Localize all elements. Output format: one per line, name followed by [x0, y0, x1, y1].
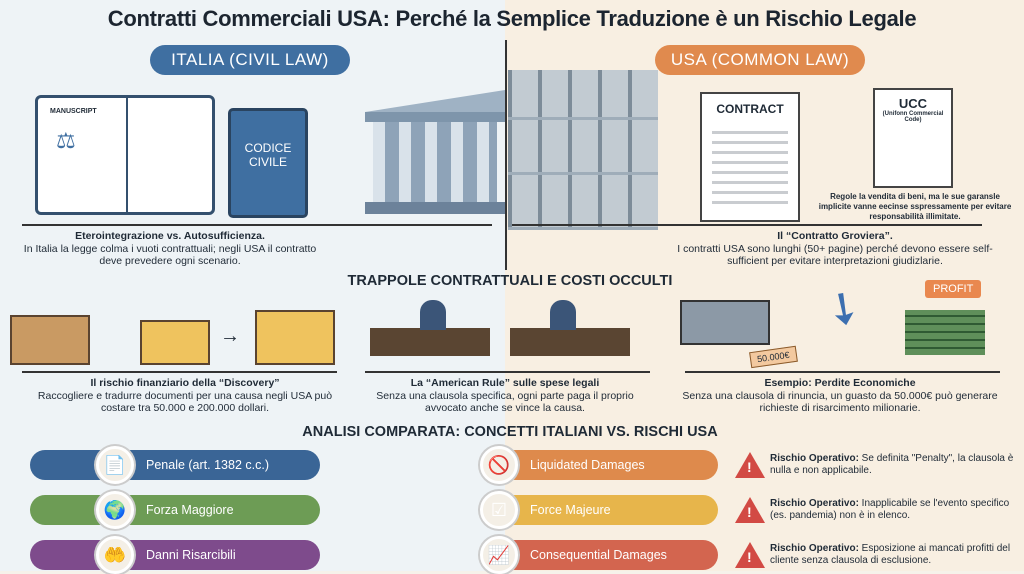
page-title: Contratti Commerciali USA: Perché la Sem…: [107, 6, 917, 31]
comparison-title: ANALISI COMPARATA: CONCETTI ITALIANI VS.…: [302, 424, 718, 440]
usa-caption-title: Il “Contratto Groviera”.: [777, 230, 893, 242]
virus-globe-icon: 🌍: [96, 491, 134, 529]
open-book-icon: MANUSCRIPT ⚖: [35, 95, 215, 215]
risk-label: Rischio Operativo:: [770, 498, 859, 509]
courthouse-icon: [365, 90, 505, 215]
row-italian-danni: 🤲 Danni Risarcibili: [30, 536, 320, 574]
row-usa-liquidated: 🚫 Liquidated Damages: [480, 446, 718, 484]
risk-description: Se definita "Penalty", la clausola è nul…: [770, 453, 1014, 476]
lawyers-icon: [370, 300, 635, 360]
baseline-right: [512, 224, 982, 226]
price-tag: 50.000€: [749, 345, 798, 369]
baseline-left: [22, 224, 492, 226]
divider: [505, 40, 507, 270]
broken-building-icon: [508, 70, 658, 230]
hand-money-icon: 🤲: [96, 536, 134, 574]
usa-concept: Force Majeure: [530, 503, 611, 517]
usa-concept: Liquidated Damages: [530, 458, 645, 472]
italy-caption-title: Eterointegrazione vs. Autosufficienza.: [75, 230, 265, 242]
growth-chart-icon: 📈: [480, 536, 518, 574]
ucc-label: UCC: [898, 96, 928, 111]
trap-title: Esempio: Perdite Economiche: [764, 377, 916, 389]
trap-title: Il rischio finanziario della “Discovery”: [90, 377, 280, 389]
usa-caption: Il “Contratto Groviera”. I contratti USA…: [665, 230, 1005, 268]
contract-label: CONTRACT: [716, 102, 784, 116]
risk-description: Esposizione ai mancati profitti del clie…: [770, 543, 1011, 566]
italy-header: ITALIA (CIVIL LAW): [150, 45, 350, 75]
money-icon: [905, 310, 985, 355]
codice-civile-book: CODICE CIVILE: [228, 108, 308, 218]
trap-title: La “American Rule” sulle spese legali: [410, 377, 600, 389]
penalty-document-icon: 📄: [96, 446, 134, 484]
contract-document: CONTRACT: [700, 92, 800, 222]
risk-text: Rischio Operativo: Se definita "Penalty"…: [770, 453, 1015, 477]
ucc-sublabel: (Unifonn Commercial Code): [882, 111, 944, 123]
traps-title: TRAPPOLE CONTRATTUALI E COSTI OCCULTI: [347, 273, 673, 289]
economic-loss-icon: 50.000€ ➘ PROFIT: [680, 278, 1000, 370]
ucc-note: Regole la vendita di beni, ma le sue gar…: [818, 192, 1012, 221]
down-arrow-icon: ➘: [814, 277, 873, 340]
risk-description: Inapplicabile se l'evento specifico (es.…: [770, 498, 1010, 521]
profit-sign: PROFIT: [925, 280, 982, 298]
italian-concept: Forza Maggiore: [146, 503, 234, 517]
italian-concept: Penale (art. 1382 c.c.): [146, 458, 269, 472]
trap-discovery: Il rischio finanziario della “Discovery”…: [25, 377, 345, 415]
warning-icon: !: [735, 452, 765, 478]
risk-label: Rischio Operativo:: [770, 453, 859, 464]
warning-icon: !: [735, 542, 765, 568]
trap-text: Senza una clausola specifica, ogni parte…: [376, 389, 634, 415]
manuscript-label: MANUSCRIPT: [50, 108, 97, 115]
risk-label: Rischio Operativo:: [770, 543, 859, 554]
scales-icon: ⚖: [56, 128, 76, 153]
no-document-icon: 🚫: [480, 446, 518, 484]
trap-line-2: [365, 371, 650, 373]
italian-concept: Danni Risarcibili: [146, 548, 236, 562]
row-italian-penale: 📄 Penale (art. 1382 c.c.): [30, 446, 320, 484]
row-usa-consequential: 📈 Consequential Damages: [480, 536, 718, 574]
trap-text: Raccogliere e tradurre documenti per una…: [37, 389, 333, 415]
arrow-right-icon: →: [220, 325, 240, 347]
documents-folders-icon: →: [10, 290, 340, 370]
italy-caption: Eterointegrazione vs. Autosufficienza. I…: [20, 230, 320, 268]
trap-line-1: [22, 371, 337, 373]
trap-line-3: [685, 371, 1000, 373]
row-italian-forza: 🌍 Forza Maggiore: [30, 491, 320, 529]
usa-caption-text: I contratti USA sono lunghi (50+ pagine)…: [677, 242, 993, 268]
usa-header: USA (COMMON LAW): [655, 45, 865, 75]
risk-text: Rischio Operativo: Esposizione ai mancat…: [770, 543, 1015, 567]
usa-concept: Consequential Damages: [530, 548, 667, 562]
risk-text: Rischio Operativo: Inapplicabile se l'ev…: [770, 498, 1015, 522]
warning-icon: !: [735, 497, 765, 523]
trap-text: Senza una clausola di rinuncia, un guast…: [682, 389, 998, 415]
row-usa-force-majeure: ☑ Force Majeure: [480, 491, 718, 529]
ucc-document: UCC (Unifonn Commercial Code): [873, 88, 953, 188]
checklist-question-icon: ☑: [480, 491, 518, 529]
italy-caption-text: In Italia la legge colma i vuoti contrat…: [23, 242, 317, 268]
